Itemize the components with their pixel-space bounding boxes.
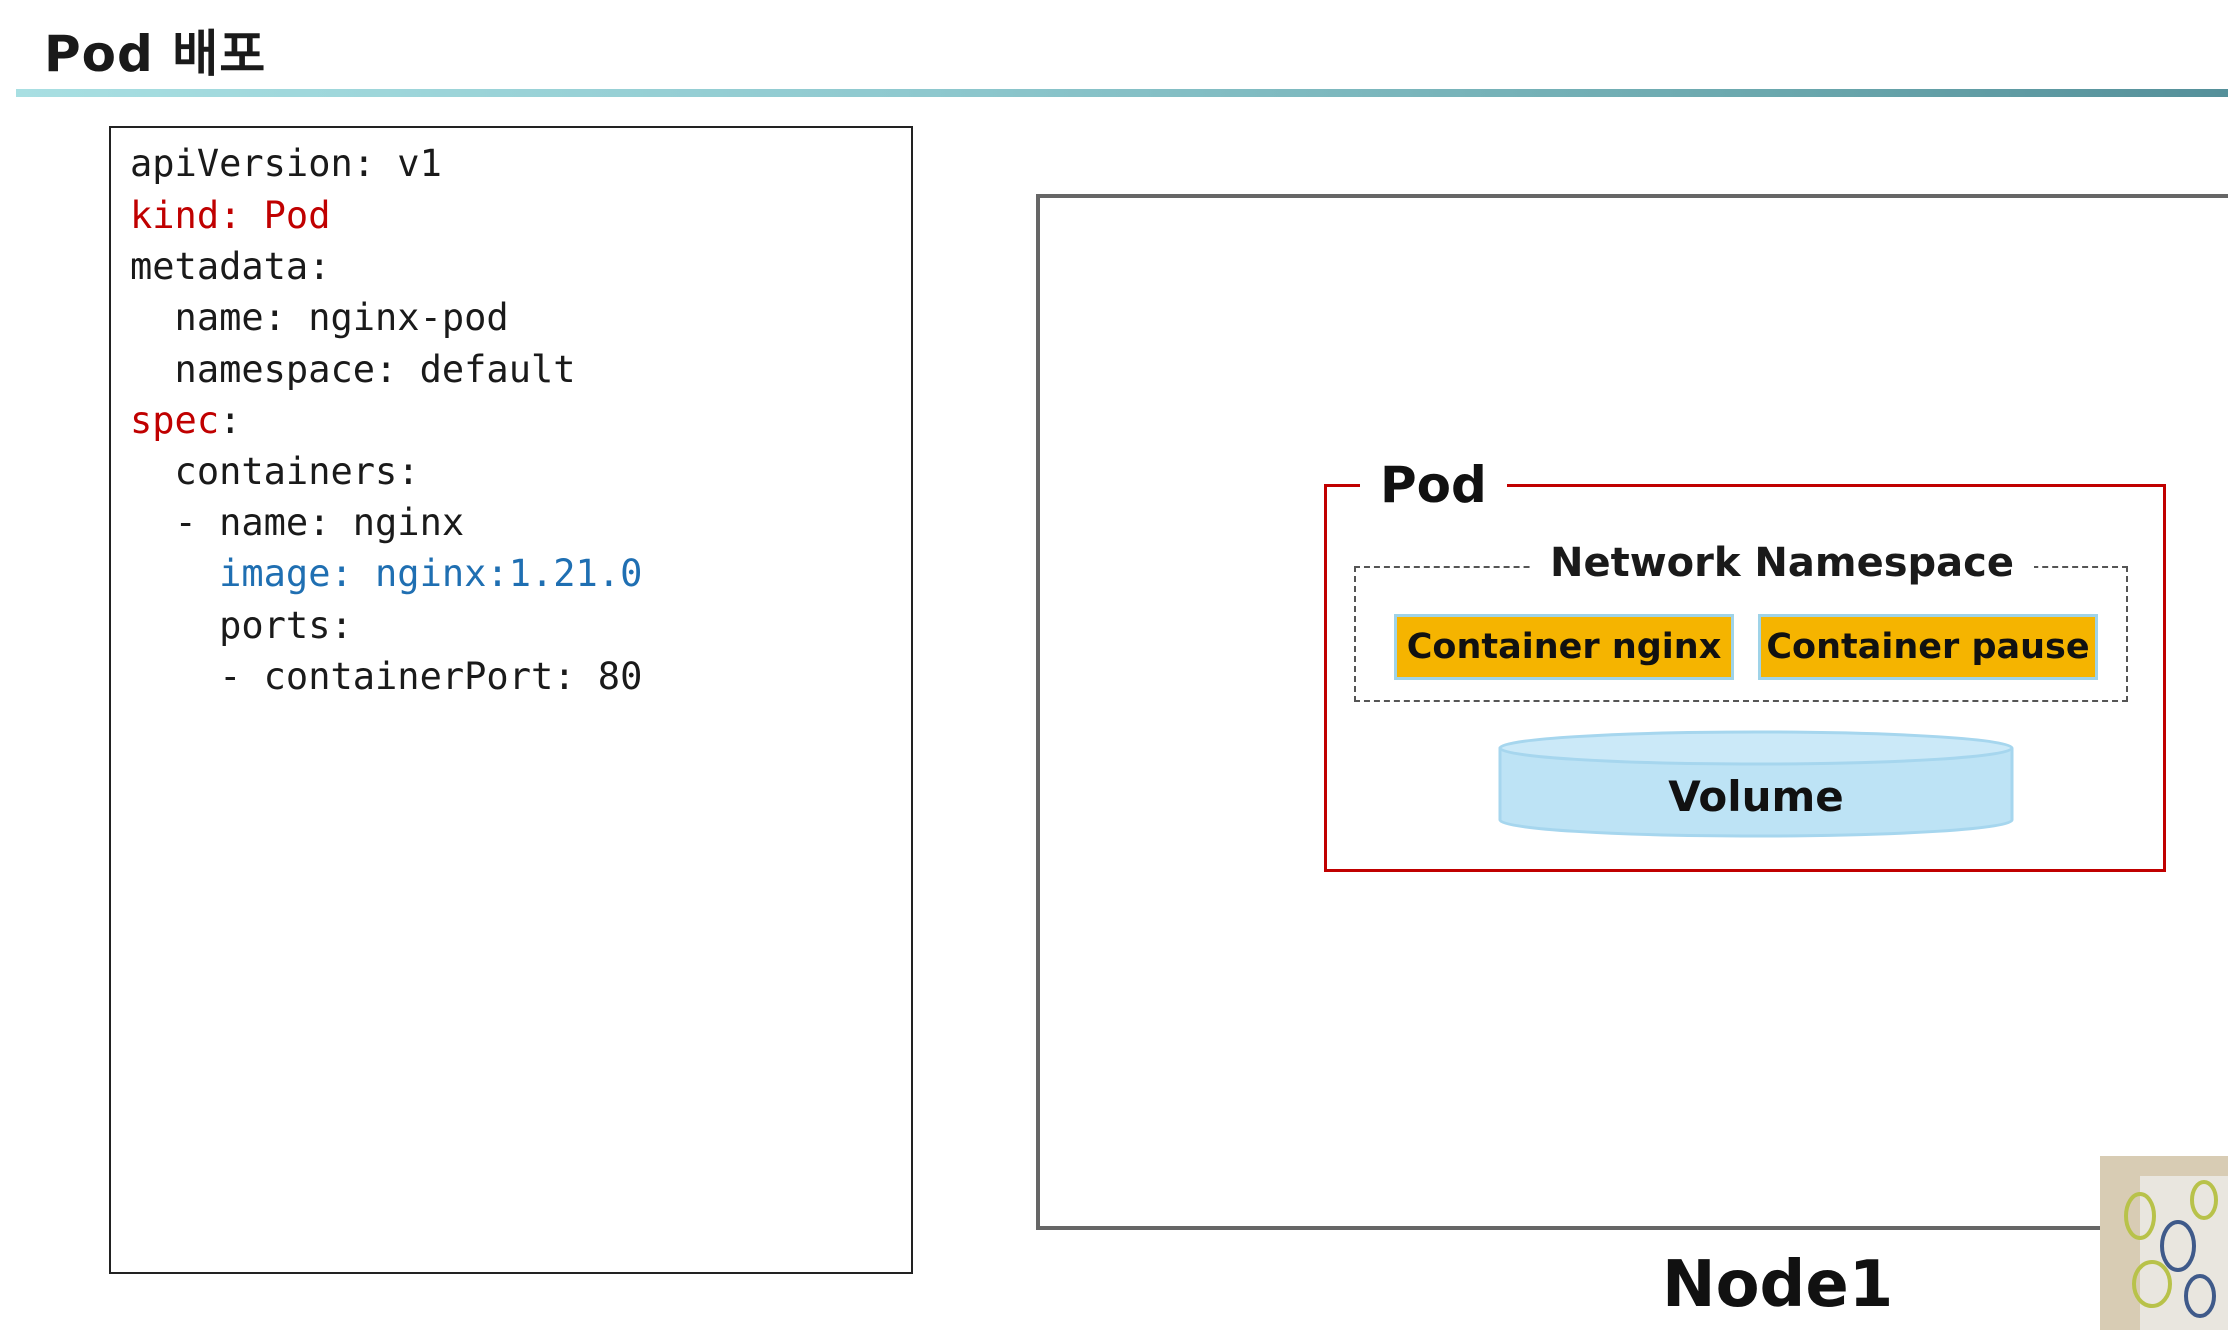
code-line-kind: kind: Pod bbox=[130, 194, 331, 237]
code-line-containers: containers: bbox=[130, 450, 420, 493]
code-line-container-port: - containerPort: 80 bbox=[130, 655, 643, 698]
volume-label: Volume bbox=[1668, 772, 1844, 821]
code-line-container-name: - name: nginx bbox=[130, 501, 465, 544]
presenter-webcam-thumbnail bbox=[2100, 1156, 2228, 1330]
node-box bbox=[1036, 194, 2228, 1230]
code-line-apiversion: apiVersion: v1 bbox=[130, 142, 442, 185]
title-divider bbox=[16, 89, 2228, 97]
code-line-ports: ports: bbox=[130, 604, 353, 647]
webcam-image-icon bbox=[2100, 1156, 2228, 1330]
code-line-spec: spec: bbox=[130, 399, 242, 442]
spec-key: spec bbox=[130, 399, 220, 442]
node-label: Node1 bbox=[1662, 1248, 1894, 1322]
pod-box bbox=[1324, 484, 2166, 872]
code-line-metadata: metadata: bbox=[130, 245, 331, 288]
code-line-namespace: namespace: default bbox=[130, 348, 576, 391]
yaml-code-panel: apiVersion: v1 kind: Pod metadata: name:… bbox=[109, 126, 913, 1274]
container-nginx-box: Container nginx bbox=[1394, 614, 1734, 680]
container-pause-box: Container pause bbox=[1758, 614, 2098, 680]
slide-title: Pod 배포 bbox=[44, 25, 267, 83]
network-namespace-label: Network Namespace bbox=[1530, 540, 2034, 586]
code-line-image: image: nginx:1.21.0 bbox=[130, 552, 643, 595]
pod-label: Pod bbox=[1360, 456, 1507, 514]
code-line-name: name: nginx-pod bbox=[130, 296, 509, 339]
volume-cylinder-icon bbox=[1498, 730, 2014, 838]
